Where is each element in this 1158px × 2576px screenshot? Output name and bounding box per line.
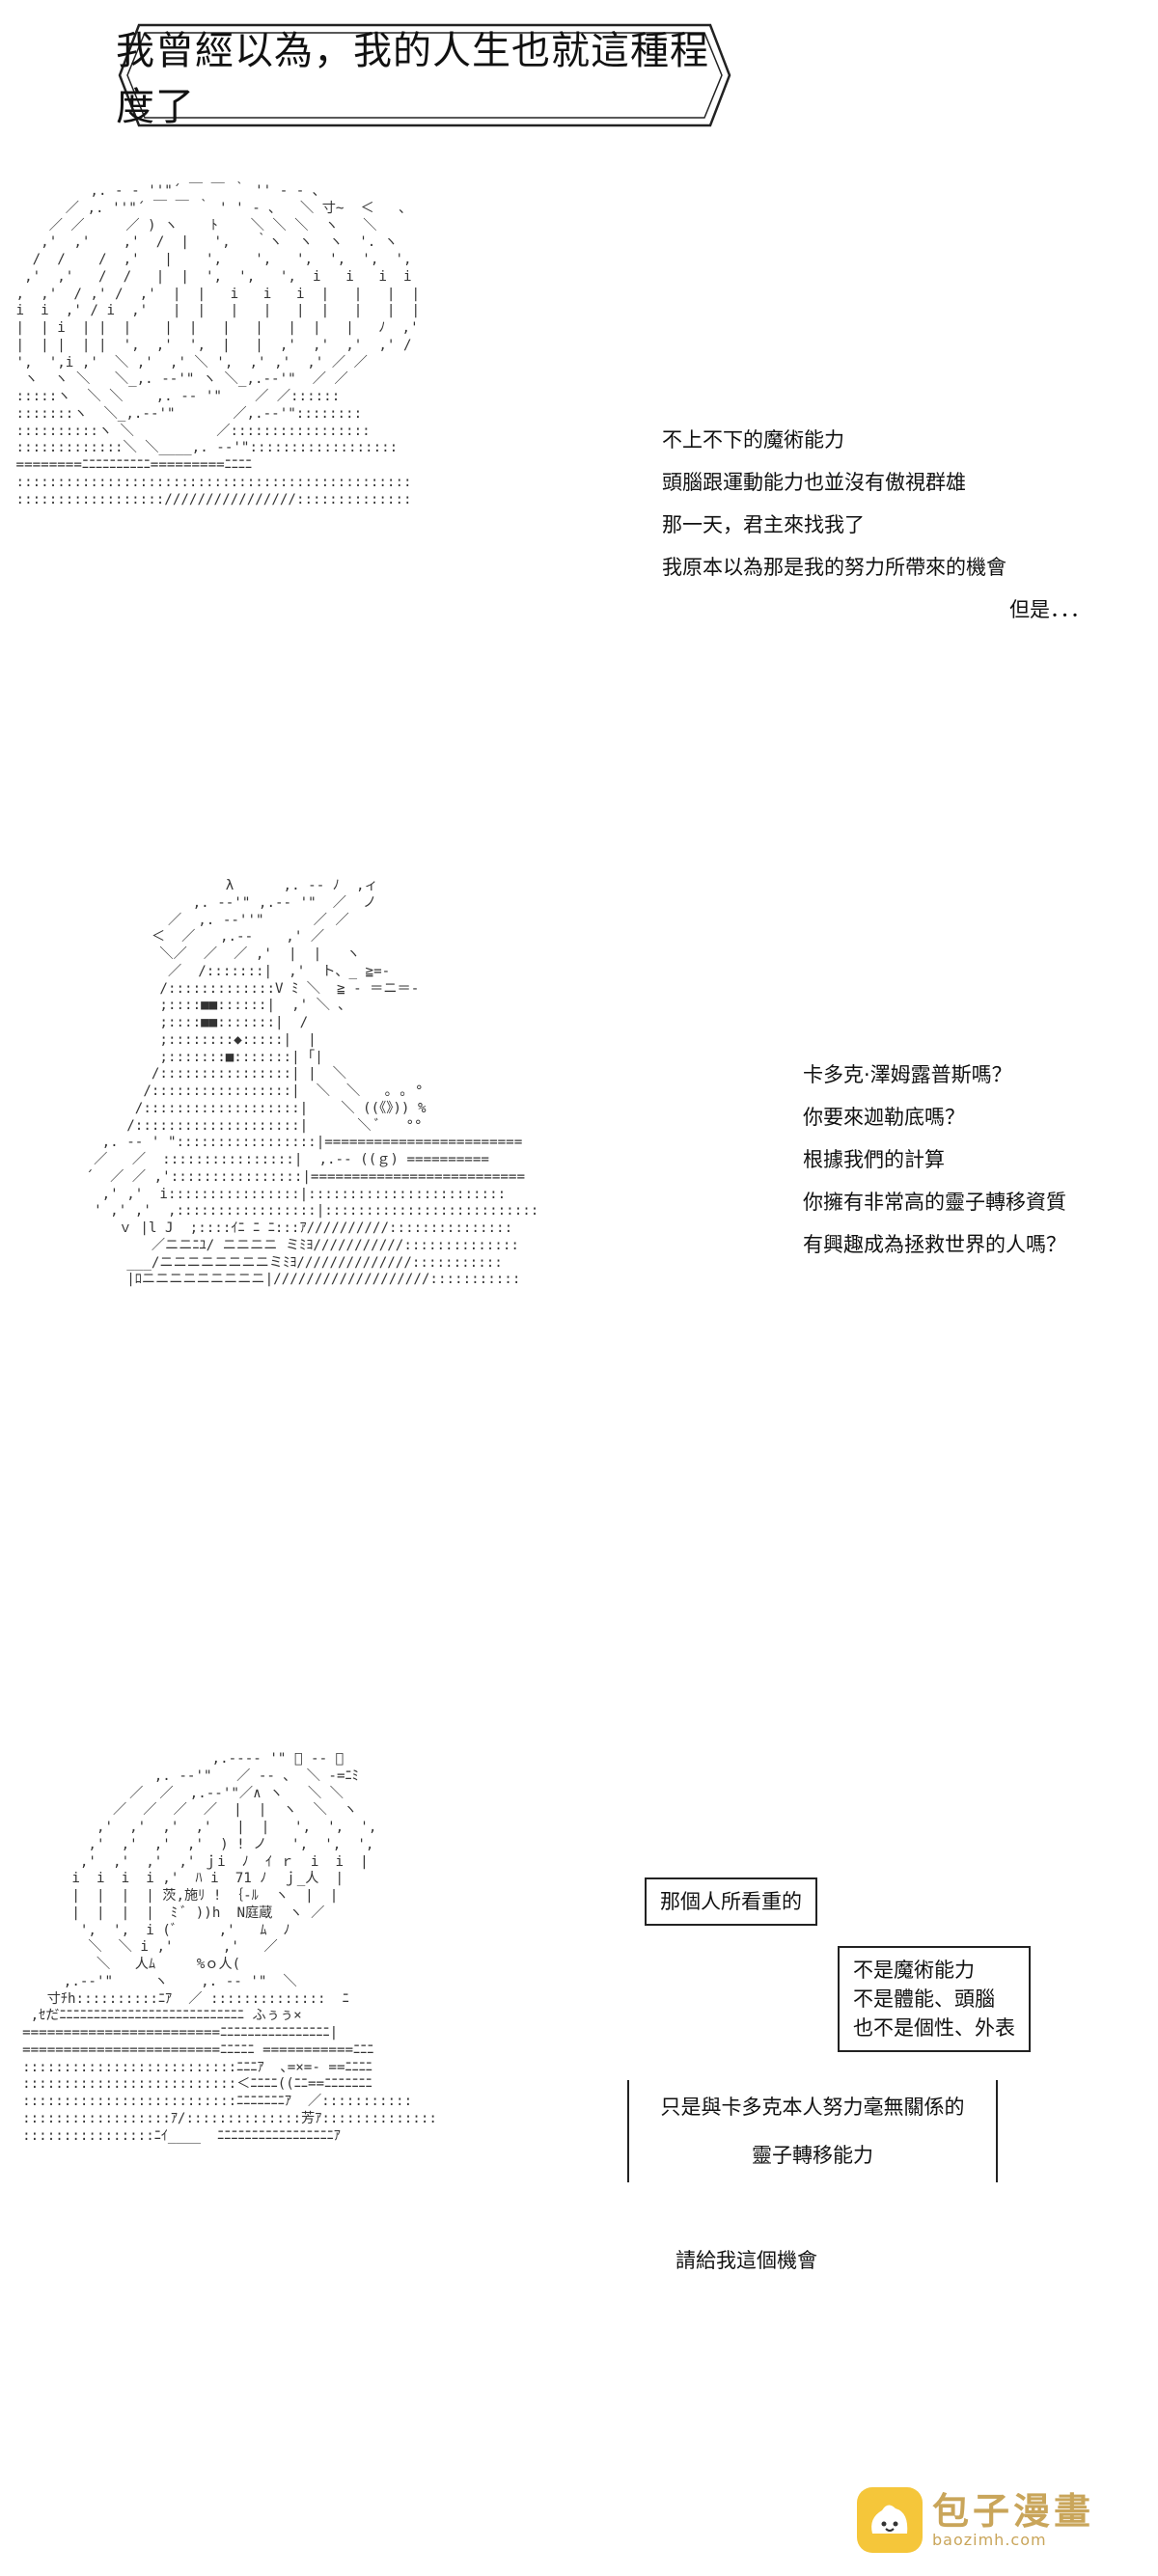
panel2-dialogue: 卡多克·澤姆露普斯嗎？ 你要來迦勒底嗎？ 根據我們的計算 你擁有非常高的靈子轉移…	[803, 1054, 1066, 1266]
caption-line: 也不是個性、外表	[853, 2016, 1015, 2040]
narration-line: 不上不下的魔術能力	[662, 428, 844, 452]
watermark-title: 包子漫畫	[932, 2489, 1095, 2533]
panel1-narration: 不上不下的魔術能力 頭腦跟運動能力也並沒有傲視群雄 那一天，君主來找我了 我原本…	[662, 419, 1090, 631]
narration-line: 但是．．．	[1009, 598, 1090, 621]
watermark: 包子漫畫 baozimh.com	[857, 2487, 1094, 2553]
dialogue-line: 你要來迦勒底嗎？	[803, 1106, 965, 1129]
caption-box-list: 不是魔術能力 不是體能、頭腦 也不是個性、外表	[838, 1946, 1031, 2052]
panel2-ascii-art: λ ,. -‐ ﾉ ,ィ ,. -‐'" ,.-‐ '" ／ ノ ／ ,. -‐…	[85, 878, 539, 1288]
narration-line: 頭腦跟運動能力也並沒有傲視群雄	[662, 471, 966, 494]
caption-line: 不是體能、頭腦	[853, 1987, 995, 2011]
caption-line: 只是與卡多克本人努力毫無關係的	[660, 2096, 965, 2119]
title-frame	[118, 23, 731, 127]
dialogue-line: 根據我們的計算	[803, 1148, 945, 1171]
dialogue-line: 卡多克·澤姆露普斯嗎？	[803, 1063, 1012, 1086]
panel1-ascii-art: ,. - ‐ ''"´ ￣ ￣ ｀ '' ‐ - ､ ／ ,. ''"´ ￣ ￣…	[15, 183, 421, 507]
caption-box: 那個人所看重的	[645, 1877, 817, 1926]
caption-line: 不是魔術能力	[853, 1959, 975, 1982]
narration-line: 那一天，君主來找我了	[662, 513, 865, 536]
page-title: 我曾經以為，我的人生也就這種程度了	[116, 29, 709, 129]
panel3-ascii-art: ,.--‐‐ '" ﾞ ‐- ､ ,. -‐'" ／ ‐- ､ ＼ ‐=ﾆﾐ ／…	[22, 1751, 437, 2144]
speech-line: 請給我這個機會	[676, 2249, 817, 2272]
dialogue-line: 你擁有非常高的靈子轉移資質	[803, 1191, 1066, 1214]
title-box: 我曾經以為，我的人生也就這種程度了	[116, 21, 733, 129]
bun-logo-icon	[857, 2487, 923, 2553]
watermark-url: baozimh.com	[932, 2530, 1047, 2549]
dialogue-line: 有興趣成為拯救世界的人嗎？	[803, 1233, 1066, 1256]
caption-line: 靈子轉移能力	[752, 2144, 873, 2167]
caption-bracket-box: 只是與卡多克本人努力毫無關係的 靈子轉移能力	[627, 2080, 998, 2182]
narration-line: 我原本以為那是我的努力所帶來的機會	[662, 556, 1006, 579]
